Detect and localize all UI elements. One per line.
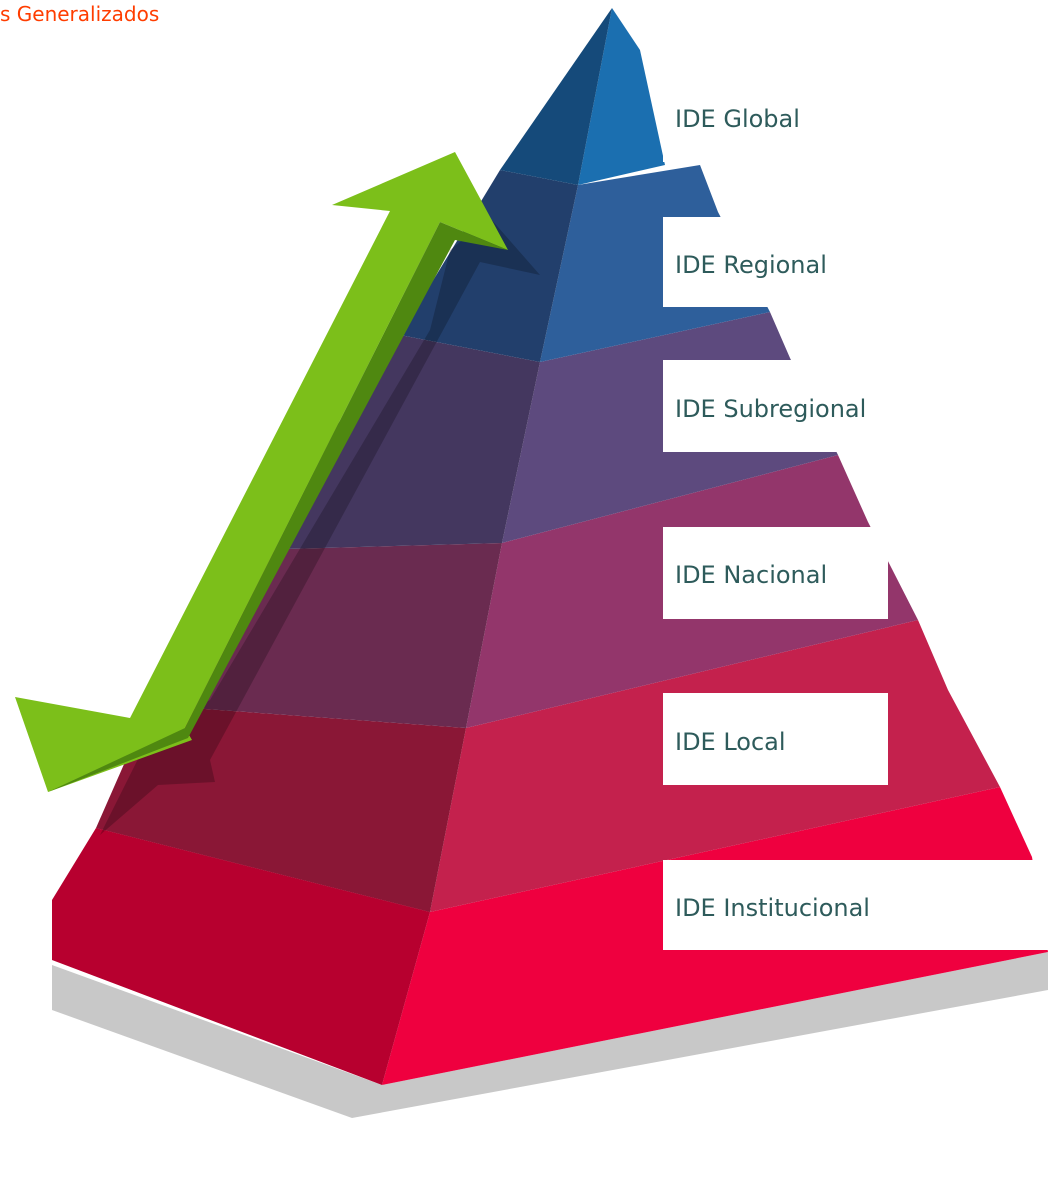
label-panel-institucional [663, 860, 1050, 950]
diagram-title: s Generalizados [0, 2, 160, 26]
arrow-shadow [100, 218, 540, 835]
pyramid-level-regional [400, 165, 770, 362]
level-label-institucional: IDE Institucional [675, 894, 870, 922]
label-panel-subregional [663, 360, 888, 452]
level-left-face [400, 170, 578, 362]
level-label-local: IDE Local [675, 728, 786, 756]
level-label-regional: IDE Regional [675, 251, 827, 279]
level-right-face [578, 8, 665, 185]
level-left-face [250, 335, 540, 550]
label-panels [663, 90, 1050, 950]
level-right-face [540, 165, 770, 362]
level-label-global: IDE Global [675, 105, 800, 133]
level-left-face [500, 8, 612, 185]
label-panel-regional [663, 217, 783, 307]
pyramid-level-global [500, 8, 665, 185]
label-panel-nacional [663, 527, 888, 619]
level-left-face [52, 828, 430, 1085]
pyramid-shadow [52, 952, 1048, 1118]
level-label-nacional: IDE Nacional [675, 561, 827, 589]
label-panel-local [663, 693, 888, 785]
bidirectional-arrow [15, 152, 508, 792]
level-left-face [96, 705, 466, 912]
arrow-body [15, 152, 508, 792]
level-label-subregional: IDE Subregional [675, 395, 866, 423]
label-panel-global [663, 90, 743, 162]
